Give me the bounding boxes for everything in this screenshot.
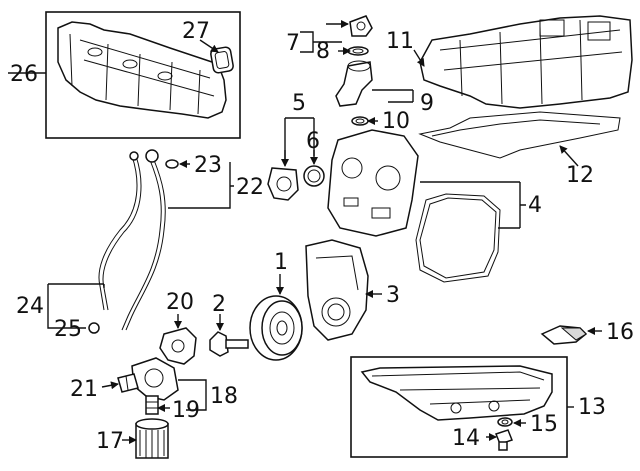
callout-23: 23 [194, 153, 222, 178]
callout-21: 21 [70, 377, 98, 402]
callout-18: 18 [210, 384, 238, 409]
intake-manifold-part [57, 21, 227, 119]
callout-14: 14 [452, 426, 480, 451]
filter-adapter-part [159, 327, 197, 365]
drain-washer-part [497, 417, 513, 427]
callout-27: 27 [182, 19, 210, 44]
pulley-bolt-part [209, 331, 249, 357]
callout-5: 5 [292, 91, 306, 116]
callout-26: 26 [10, 62, 38, 87]
water-outlet-part [267, 167, 299, 201]
callout-13: 13 [578, 395, 606, 420]
drain-plug-part [495, 429, 513, 451]
callout-7: 7 [286, 31, 300, 56]
valve-cover-part [419, 15, 633, 109]
manifold-gasket-part [210, 46, 234, 74]
tube-o-ring-part [88, 322, 100, 334]
callout-1: 1 [274, 250, 288, 275]
dipstick-tube-part [98, 151, 142, 311]
o-ring-part [351, 116, 369, 126]
callout-11: 11 [386, 29, 414, 54]
callout-19: 19 [172, 398, 200, 423]
front-cover-gasket-part [415, 193, 501, 283]
callout-20: 20 [166, 290, 194, 315]
timing-cover-part [305, 239, 369, 341]
thermostat-housing-part [335, 60, 373, 107]
oil-pan-part [360, 365, 553, 421]
callout-12: 12 [566, 163, 594, 188]
filter-nipple-part [145, 395, 159, 415]
callout-25: 25 [54, 317, 82, 342]
oil-filter-part [135, 418, 169, 459]
callout-3: 3 [386, 283, 400, 308]
dipstick-seal-part [165, 159, 179, 169]
callout-16: 16 [606, 320, 634, 345]
callout-10: 10 [382, 109, 410, 134]
callout-22: 22 [236, 175, 264, 200]
seal-part [347, 46, 369, 56]
oil-pickup-part [540, 325, 588, 345]
callout-8: 8 [316, 39, 330, 64]
callout-4: 4 [528, 193, 542, 218]
crank-pulley-part [249, 295, 303, 361]
cap-part [349, 15, 373, 37]
callout-17: 17 [96, 429, 124, 454]
callout-24: 24 [16, 294, 44, 319]
callout-labels: 1 2 3 4 5 6 7 8 9 10 11 12 13 14 15 16 1… [10, 19, 634, 454]
dipstick-part [121, 149, 166, 331]
outlet-gasket-part [303, 165, 325, 187]
intake-manifold-group-box [45, 11, 241, 139]
oil-pressure-sensor-part [117, 373, 139, 393]
callout-6: 6 [306, 129, 320, 154]
valve-cover-gasket-part [418, 111, 621, 159]
callout-2: 2 [212, 292, 226, 317]
oil-filter-housing-part [131, 357, 179, 401]
callout-15: 15 [530, 412, 558, 437]
callout-9: 9 [420, 91, 434, 116]
front-cover-part [327, 129, 419, 237]
